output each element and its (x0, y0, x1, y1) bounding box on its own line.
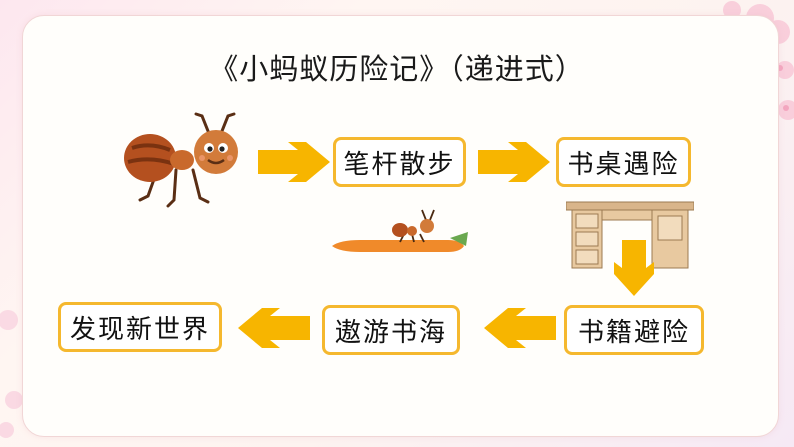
node-book-sea: 遨游书海 (322, 305, 460, 355)
cherry-blossom-icon (0, 310, 23, 438)
ant-cartoon-icon (124, 112, 238, 208)
desk-icon (566, 201, 694, 269)
arrow-left-icon (238, 308, 310, 348)
arrow-right-icon (478, 142, 550, 182)
arrow-down-icon (614, 240, 654, 296)
node-pen-walk: 笔杆散步 (333, 137, 466, 187)
arrow-left-icon (484, 308, 556, 348)
ant-on-carrot-icon (332, 209, 468, 252)
node-book-refuge: 书籍避险 (564, 305, 704, 355)
node-desk-danger: 书桌遇险 (556, 137, 691, 187)
node-new-world: 发现新世界 (58, 302, 222, 352)
page-title: 《小蚂蚁历险记》（递进式） (209, 52, 585, 86)
arrow-right-icon (258, 142, 330, 182)
